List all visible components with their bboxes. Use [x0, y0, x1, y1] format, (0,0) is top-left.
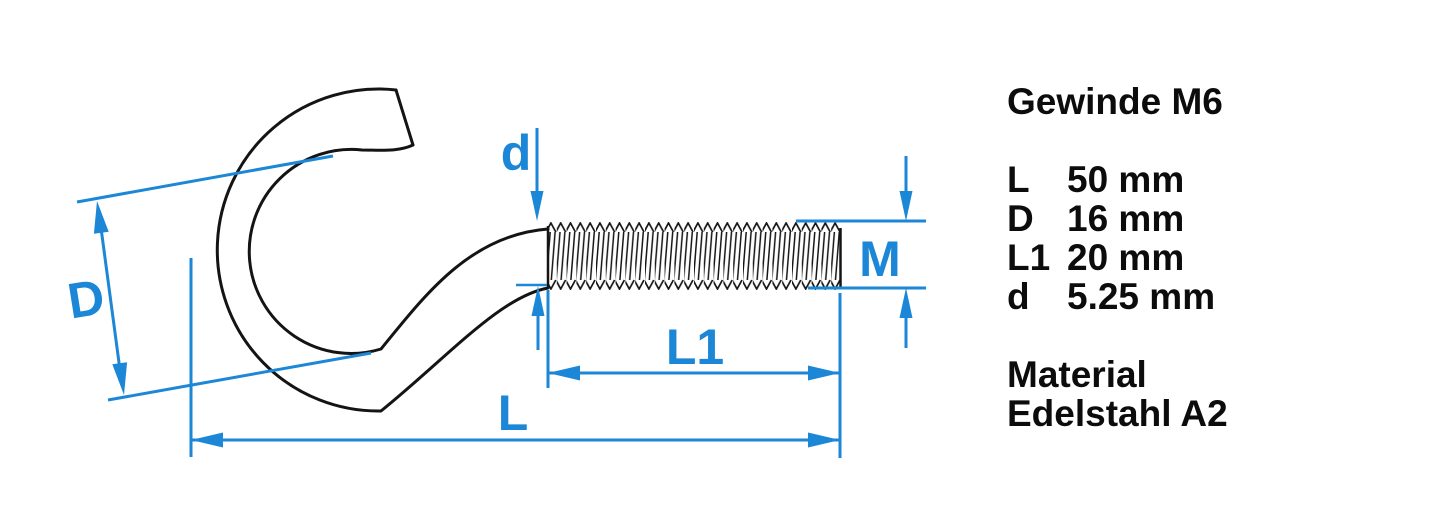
dimension-D — [76, 154, 372, 402]
dim-D-extension-upper — [76, 154, 334, 204]
material-value: Edelstahl A2 — [1007, 393, 1228, 434]
dim-D-line — [97, 212, 124, 386]
spec-value: 50 mm — [1067, 159, 1185, 200]
dim-L1-arrow-left — [548, 365, 580, 381]
hook-tip-cut — [394, 88, 415, 147]
threaded-shaft — [546, 222, 842, 290]
spec-label: L1 — [1007, 237, 1051, 278]
spec-label: d — [1007, 276, 1030, 317]
material-block: Material Edelstahl A2 — [1007, 355, 1427, 433]
spec-label: L — [1007, 159, 1030, 200]
spec-table: L 50 mm D 16 mm L1 20 mm d 5.25 mm — [1007, 160, 1427, 316]
spec-title: Gewinde M6 — [1007, 81, 1223, 122]
dim-d-arrow-up — [531, 286, 545, 316]
dim-M-label: M — [859, 231, 901, 287]
hook-inner-curve — [247, 143, 550, 355]
spec-row-D: D 16 mm — [1007, 199, 1427, 238]
dim-M-arrow-up — [899, 288, 913, 318]
spec-row-d: d 5.25 mm — [1007, 277, 1427, 316]
spec-row-L1: L1 20 mm — [1007, 238, 1427, 277]
spec-label: D — [1007, 198, 1034, 239]
dim-D-extension-lower — [107, 351, 372, 402]
dim-L-label: L — [498, 385, 529, 441]
dimension-L — [189, 258, 842, 458]
dim-L1-label: L1 — [666, 319, 724, 375]
hook-outline — [215, 87, 550, 413]
dim-d-label: d — [501, 125, 532, 181]
dim-M-arrow-down — [899, 191, 913, 221]
dim-d-arrow-down — [530, 191, 544, 221]
hook-screw-drawing: D d M L1 — [64, 87, 926, 458]
material-heading: Material — [1007, 354, 1147, 395]
dimension-d — [516, 128, 547, 350]
spec-value: 16 mm — [1067, 198, 1185, 239]
spec-panel: Gewinde M6 L 50 mm D 16 mm L1 20 mm d 5.… — [1007, 82, 1427, 433]
dim-D-arrow-top — [93, 201, 109, 234]
thread-hatching — [547, 222, 840, 290]
dimension-M — [796, 156, 926, 348]
dim-L1-arrow-right — [808, 365, 840, 381]
dimension-L1 — [546, 290, 840, 388]
hook-outer-curve — [215, 87, 550, 413]
spec-value: 5.25 mm — [1067, 276, 1216, 317]
dim-D-arrow-bottom — [112, 362, 128, 395]
dim-L-arrow-right — [808, 432, 840, 448]
spec-value: 20 mm — [1067, 237, 1185, 278]
dim-D-label: D — [64, 269, 108, 330]
dim-L-arrow-left — [191, 432, 223, 448]
spec-row-L: L 50 mm — [1007, 160, 1427, 199]
